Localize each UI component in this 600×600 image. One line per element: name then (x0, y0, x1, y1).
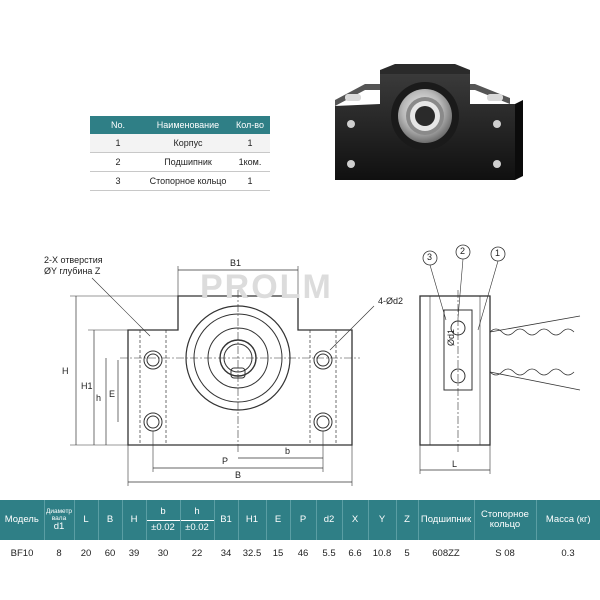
cell-B: 60 (104, 547, 116, 559)
hdr-b-label: b (160, 505, 166, 517)
dim-E: E (109, 389, 116, 399)
cell-d2: 5.5 (322, 547, 336, 559)
cell-B1: 34 (220, 547, 232, 559)
hdr-L: L (74, 500, 99, 540)
cell-d1: 8 (56, 547, 62, 559)
cell-Z: 5 (404, 547, 410, 559)
cell-H: 39 (128, 547, 140, 559)
cell-H1: 32.5 (242, 547, 262, 559)
hdr-bearing: Подшипник (418, 500, 475, 540)
hdr-E: E (266, 500, 291, 540)
holes-note-line2: ØY глубина Z (44, 266, 101, 276)
hdr-shaft-top: Диаметр вала (45, 507, 73, 522)
col-name: Наименование (146, 116, 230, 134)
cell-X: 6.6 (348, 547, 362, 559)
table-row: 3 Стопорное кольцо 1 (90, 171, 270, 191)
part-qty: 1 (230, 171, 270, 191)
part-qty: 1ком. (230, 152, 270, 172)
cell-E: 15 (272, 547, 284, 559)
cell-Y: 10.8 (372, 547, 392, 559)
dim-H: H (62, 366, 69, 376)
technical-drawing (70, 244, 581, 486)
hdr-model: Модель (0, 500, 45, 540)
hdr-d2: d2 (316, 500, 343, 540)
hdr-B1: B1 (214, 500, 239, 540)
dim-b: b (285, 446, 291, 456)
hdr-H1: H1 (238, 500, 267, 540)
product-photo (335, 64, 523, 180)
part-name: Корпус (146, 134, 230, 153)
hdr-shaft-d1: d1 (53, 520, 65, 532)
holes-note-line1: 2-X отверстия (44, 255, 103, 265)
part-no: 3 (90, 171, 146, 191)
dim-B1: B1 (230, 258, 242, 268)
cell-P: 46 (297, 547, 309, 559)
cell-bearing: 608ZZ (432, 547, 460, 559)
parts-header-row: No. Наименование Кол-во (90, 116, 270, 134)
cell-h: 22 (191, 547, 203, 559)
dim-d1: Ød1 (446, 328, 456, 346)
cell-ring: S 08 (495, 547, 515, 559)
part-name: Стопорное кольцо (146, 171, 230, 191)
dim-B: B (235, 470, 242, 480)
table-row: 2 Подшипник 1ком. (90, 152, 270, 172)
hdr-ring: Стопорное кольцо (474, 500, 537, 540)
part-qty: 1 (230, 134, 270, 153)
hdr-mass: Масса (кг) (536, 500, 600, 540)
callout-1: 1 (495, 248, 501, 258)
hdr-h-label: h (194, 505, 200, 517)
part-no: 1 (90, 134, 146, 153)
hdr-h-tol: ±0.02 (180, 520, 214, 533)
cell-model: BF10 (10, 547, 34, 559)
table-row: 1 Корпус 1 (90, 134, 270, 153)
cell-L: 20 (80, 547, 92, 559)
col-no: No. (90, 116, 146, 134)
dim-P: P (222, 456, 229, 466)
part-name: Подшипник (146, 152, 230, 172)
dim-h: h (96, 393, 102, 403)
dim-L: L (452, 459, 458, 469)
hdr-Y: Y (368, 500, 397, 540)
callout-3: 3 (427, 252, 433, 262)
hdr-h: h ±0.02 (180, 500, 215, 540)
mount-holes-note: 4-Ød2 (378, 296, 404, 306)
cell-b: 30 (157, 547, 169, 559)
hdr-H: H (122, 500, 147, 540)
hdr-X: X (342, 500, 369, 540)
hdr-B: B (98, 500, 123, 540)
parts-table: No. Наименование Кол-во 1 Корпус 1 2 Под… (90, 116, 270, 191)
hdr-P: P (290, 500, 317, 540)
hdr-Z: Z (396, 500, 419, 540)
col-qty: Кол-во (230, 116, 270, 134)
dim-H1: H1 (81, 381, 93, 391)
table-row: BF10 8 20 60 39 30 22 34 32.5 15 46 5.5 … (0, 540, 600, 566)
watermark: PROLM (200, 268, 333, 306)
part-no: 2 (90, 152, 146, 172)
cell-mass: 0.3 (561, 547, 575, 559)
callout-2: 2 (460, 246, 466, 256)
hdr-b-tol: ±0.02 (146, 520, 180, 533)
hdr-b: b ±0.02 (146, 500, 181, 540)
